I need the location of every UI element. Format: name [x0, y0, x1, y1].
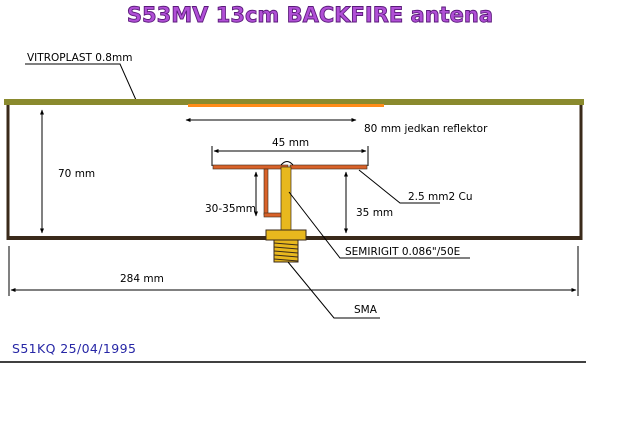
feed-wire	[263, 168, 269, 216]
feed-height-label: 30-35mm	[205, 203, 256, 215]
height-label: 70 mm	[58, 168, 95, 180]
vitroplast-label: VITROPLAST 0.8mm	[27, 52, 132, 64]
wire-label: 2.5 mm2 Cu	[408, 191, 473, 203]
vitroplast-plate	[4, 99, 584, 105]
dipole-width-label: 45 mm	[272, 137, 309, 149]
sma-leader	[287, 261, 380, 319]
feed-wire-bottom	[263, 212, 283, 218]
feed-loop	[280, 161, 294, 166]
vitroplast-leader	[25, 63, 137, 101]
diagram-title: S53MV 13cm BACKFIRE antena	[127, 3, 493, 27]
wire-leader	[358, 169, 440, 204]
dipole-arm-left	[212, 164, 289, 170]
dipole-arm-right	[289, 164, 368, 170]
sma-flange	[265, 229, 307, 241]
dipole-height-label: 35 mm	[356, 207, 393, 219]
cable-label: SEMIRIGIT 0.086"/50E	[345, 246, 460, 258]
reflector	[188, 104, 384, 107]
cable-leader	[288, 191, 470, 259]
reflector-label: 80 mm jedkan reflektor	[364, 123, 488, 135]
sma-thread	[273, 242, 299, 262]
width-label: 284 mm	[120, 273, 164, 285]
sma-label: SMA	[354, 304, 378, 316]
semirigid-cable	[280, 166, 292, 233]
author-date: S51KQ 25/04/1995	[12, 341, 136, 356]
